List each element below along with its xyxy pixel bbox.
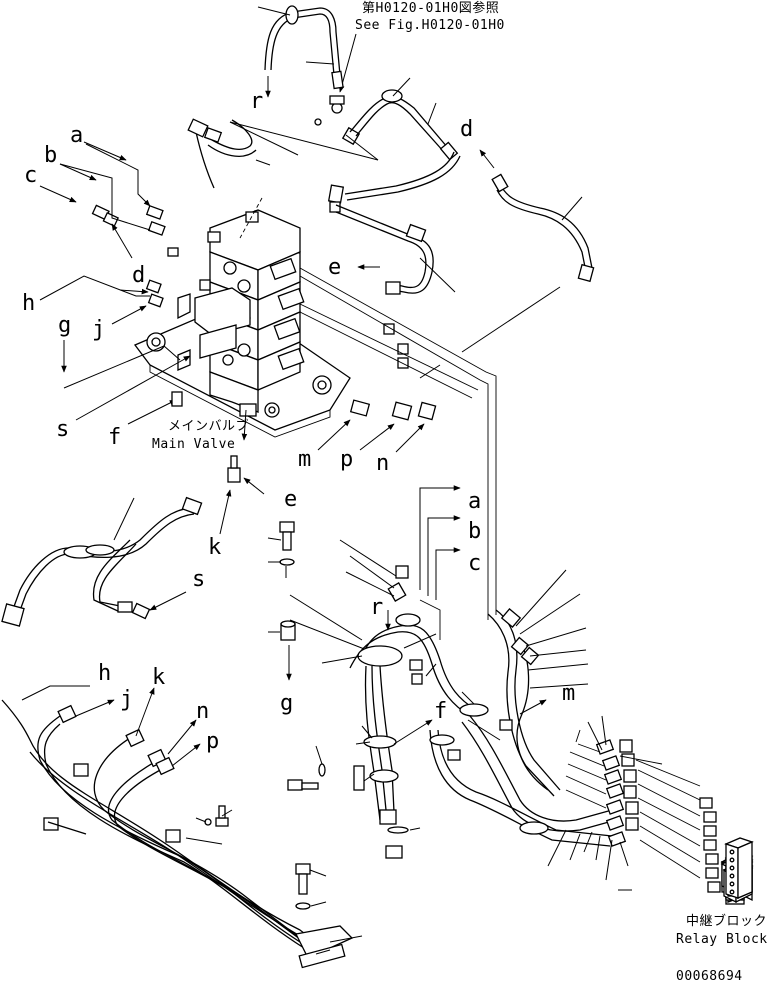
callout-g-upper: g <box>58 313 71 338</box>
callout-b-lower: b <box>468 519 481 544</box>
callout-a-lower: a <box>468 489 481 514</box>
callout-k-lower: k <box>152 665 165 690</box>
fitting-k <box>219 409 265 535</box>
reference-note-en: See Fig.H0120-01H0 <box>355 18 505 33</box>
callout-h-lower: h <box>98 661 111 686</box>
bolt-washer-group-center <box>267 521 373 681</box>
callout-n-lower: n <box>196 699 209 724</box>
callout-j-lower: j <box>120 687 133 712</box>
callout-f-lower: f <box>434 699 447 724</box>
callouts: a b c d h g j s f r d e m p n <box>22 89 575 754</box>
drawing-number: 00068694 <box>676 969 743 984</box>
callout-g-lower: g <box>280 691 293 716</box>
callout-c-upper: c <box>24 163 37 188</box>
reference-note: 第H0120-01H0図参照 See Fig.H0120-01H0 <box>338 0 505 93</box>
relay-block-prism <box>699 797 754 899</box>
relay-fittings <box>547 715 701 891</box>
hose-d-upper <box>327 77 461 213</box>
callout-n-upper: n <box>376 451 389 476</box>
callout-r-lower: r <box>370 595 383 620</box>
main-valve-label-en: Main Valve <box>152 437 235 452</box>
center-harness <box>287 539 477 859</box>
callout-c-lower: c <box>468 551 481 576</box>
main-valve-caption: メインバルブ Main Valve <box>152 418 249 452</box>
callout-m-upper: m <box>298 447 311 472</box>
callout-f-upper: f <box>108 425 121 450</box>
relay-block-caption: 中継ブロック Relay Block <box>676 913 768 947</box>
reference-note-jp: 第H0120-01H0図参照 <box>362 0 499 16</box>
relay-block-label-jp: 中継ブロック <box>686 913 767 929</box>
callout-h-upper: h <box>22 291 35 316</box>
lower-left-harness <box>1 685 363 969</box>
callout-p-lower: p <box>206 729 219 754</box>
callout-s-upper: s <box>56 417 69 442</box>
callout-d-left: d <box>132 263 145 288</box>
hose-r-upper <box>187 118 379 189</box>
callout-m-lower: m <box>562 681 575 706</box>
main-valve-label-jp: メインバルブ <box>168 418 249 434</box>
callout-b-upper: b <box>44 143 57 168</box>
callout-k-upper: k <box>208 535 221 560</box>
callout-j-upper: j <box>92 317 105 342</box>
main-valve <box>133 197 351 438</box>
hose-d-right <box>479 149 595 283</box>
callout-e-upper: e <box>328 255 341 280</box>
callout-a-upper: a <box>70 123 83 148</box>
top-hose-assembly <box>257 5 361 146</box>
callout-s-lower: s <box>192 567 205 592</box>
valve-to-relay-lines <box>299 267 561 620</box>
fittings-m-p-n <box>349 323 437 421</box>
left-fittings <box>91 204 179 308</box>
hose-s-harness <box>1 496 203 627</box>
hose-e <box>335 204 456 295</box>
right-harness <box>429 569 617 847</box>
callout-r-upper: r <box>250 89 263 114</box>
relay-block-label-en: Relay Block <box>676 932 768 947</box>
callout-p-upper: p <box>340 447 353 472</box>
callout-e-lower: e <box>284 487 297 512</box>
callout-d-upper-right: d <box>460 117 473 142</box>
